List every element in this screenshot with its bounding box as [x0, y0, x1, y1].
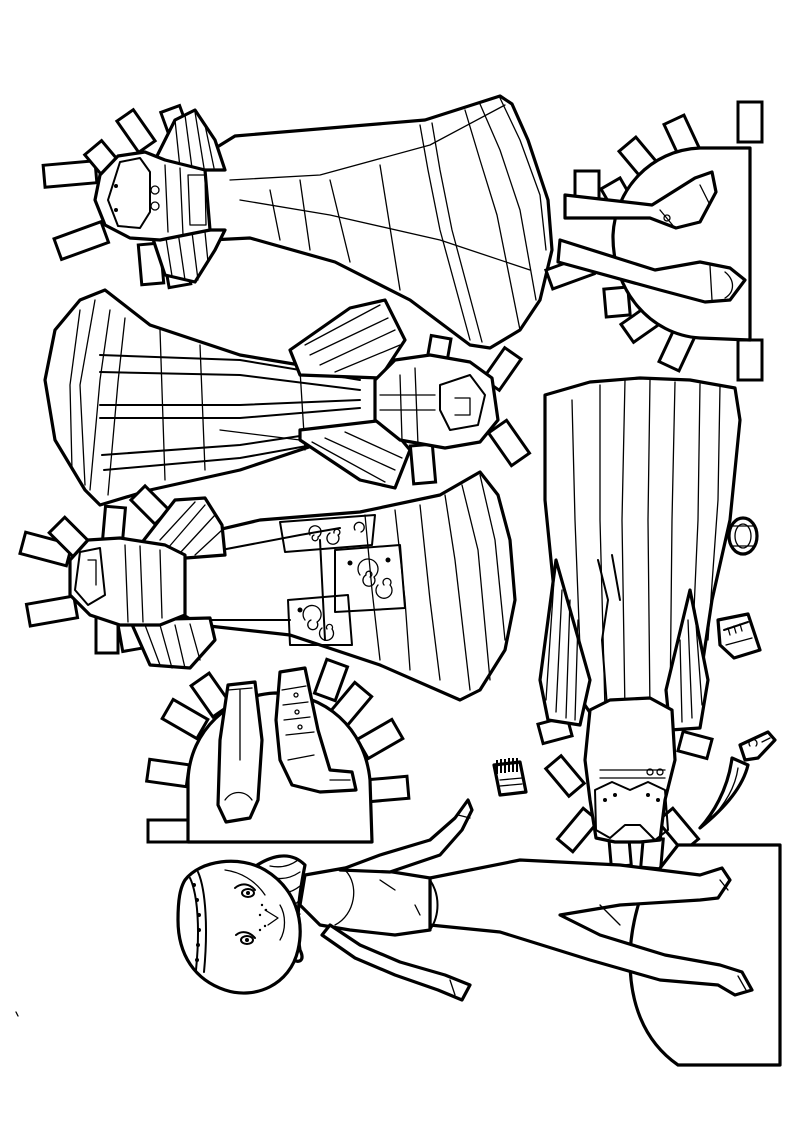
doll-arm-down — [320, 923, 472, 1002]
gown-3-spiral-panels — [279, 514, 406, 646]
legs-shoes-card — [543, 100, 764, 382]
doll-head — [176, 859, 302, 995]
gown-1-sleeve-pleats — [174, 111, 215, 169]
doll — [176, 798, 782, 1067]
gown-4 — [536, 376, 742, 871]
gown-1-skirt-folds — [229, 97, 547, 343]
doll-face — [224, 869, 286, 945]
doll-legs — [428, 858, 754, 997]
doll-headband — [189, 871, 207, 973]
gown-2-bodice — [373, 353, 500, 450]
gown-1-skirt — [178, 94, 554, 350]
gown-4-collar — [594, 768, 669, 841]
gown-2 — [43, 288, 532, 507]
doll-arm-up — [338, 798, 474, 874]
boot-right — [274, 666, 358, 794]
gown-3-sleeve-bottom — [128, 616, 217, 670]
leg-upper — [563, 170, 718, 230]
gown-2-skirt-folds — [69, 299, 361, 496]
boots-card-tabs — [144, 657, 411, 844]
dagger — [698, 730, 777, 830]
gown-3-bodice — [68, 536, 187, 627]
boots-card — [144, 657, 411, 844]
gown-1-bodice — [93, 150, 212, 242]
leg-lower — [556, 238, 747, 304]
cuff — [716, 612, 762, 660]
gown-4-skirt-folds — [571, 379, 721, 721]
edge-mark — [15, 1011, 19, 1017]
gown-1-bodice-ornament — [107, 157, 207, 236]
gown-2-sleeve-top — [288, 298, 407, 380]
legs-shoes-card-base — [611, 146, 752, 342]
gown-3 — [18, 470, 517, 702]
doll-torso — [298, 866, 432, 937]
gown-3-bodice-ornament — [74, 544, 163, 623]
gown-2-bodice-ornament — [379, 367, 486, 446]
gown-4-sleeve-right — [664, 588, 710, 732]
gown-3-skirt — [173, 470, 517, 702]
gown-1 — [41, 94, 554, 350]
gown-2-skirt — [43, 288, 422, 507]
comb — [492, 758, 528, 797]
boot-right-buckles — [281, 685, 351, 781]
gown-2-sleeve-bottom — [298, 418, 412, 490]
bracelet — [727, 516, 759, 556]
